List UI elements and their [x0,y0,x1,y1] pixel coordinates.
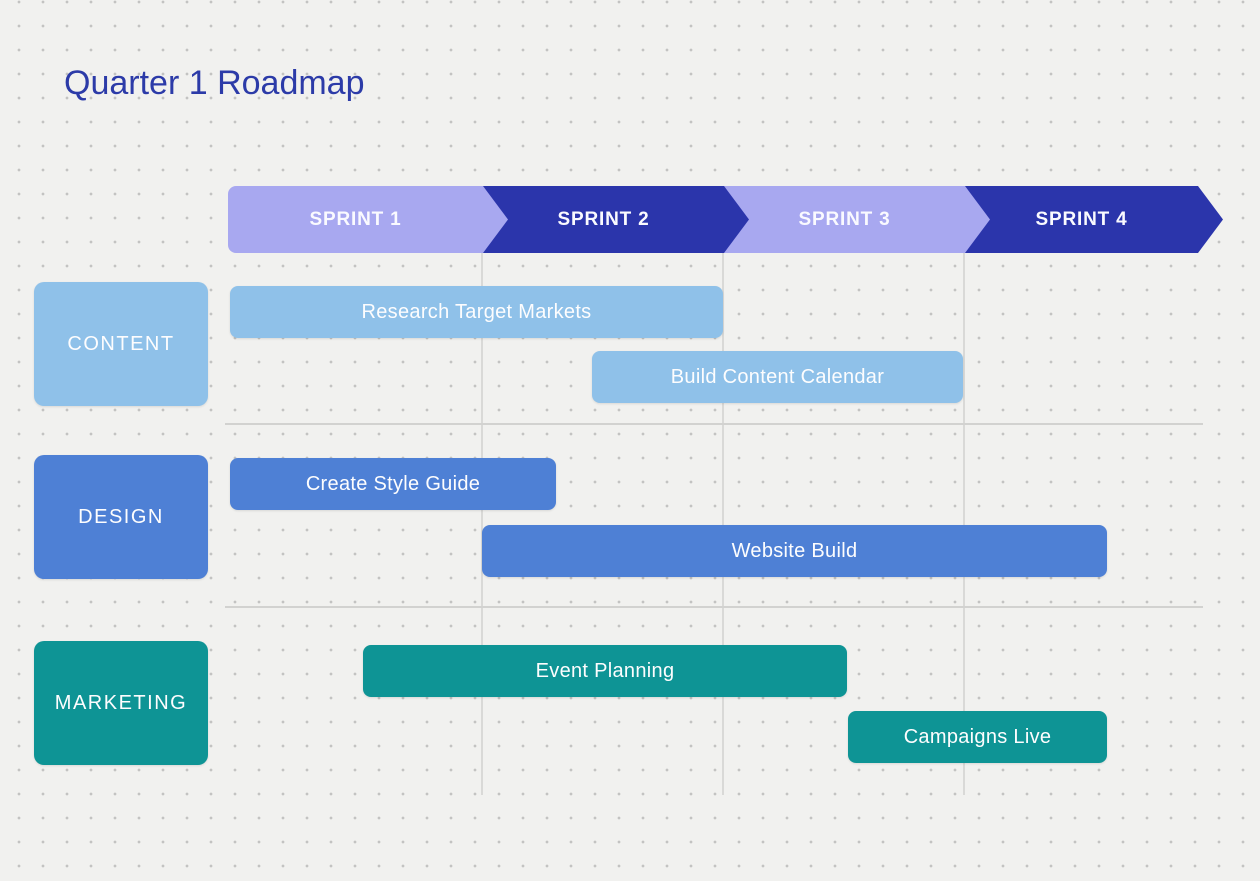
task-bar-label: Campaigns Live [903,725,1052,748]
sprint-3-chevron: SPRINT 3 [724,186,990,253]
sprint-1-chevron: SPRINT 1 [228,186,508,253]
task-bar-label: Research Target Markets [361,300,592,323]
gridline-vertical-sprint2-start [481,250,483,795]
row-label-content-text: CONTENT [67,332,175,355]
task-bar-label: Build Content Calendar [670,365,885,388]
row-label-design-text: DESIGN [78,505,164,528]
sprint-3-label: SPRINT 3 [798,208,891,230]
row-separator-design-marketing [225,606,1203,608]
sprint-4-label: SPRINT 4 [1035,208,1128,230]
sprint-2-label: SPRINT 2 [557,208,650,230]
task-bar-create-style-guide: Create Style Guide [230,458,556,510]
sprint-1-label: SPRINT 1 [309,208,402,230]
task-bar-build-content-calendar: Build Content Calendar [592,351,963,403]
sprint-4-chevron: SPRINT 4 [965,186,1223,253]
page-title: Quarter 1 Roadmap [64,64,365,102]
task-bar-event-planning: Event Planning [363,645,847,697]
row-label-marketing: MARKETING [34,641,208,765]
task-bar-research-target-markets: Research Target Markets [230,286,723,338]
row-separator-content-design [225,423,1203,425]
row-label-content: CONTENT [34,282,208,406]
row-label-marketing-text: MARKETING [54,691,188,714]
task-bar-campaigns-live: Campaigns Live [848,711,1107,763]
gridline-vertical-sprint3-start [722,250,724,795]
gridline-vertical-sprint4-start [963,250,965,795]
task-bar-label: Website Build [731,539,858,562]
task-bar-label: Event Planning [535,659,675,682]
task-bar-website-build: Website Build [482,525,1107,577]
row-label-design: DESIGN [34,455,208,579]
sprint-2-chevron: SPRINT 2 [483,186,749,253]
task-bar-label: Create Style Guide [305,472,481,495]
